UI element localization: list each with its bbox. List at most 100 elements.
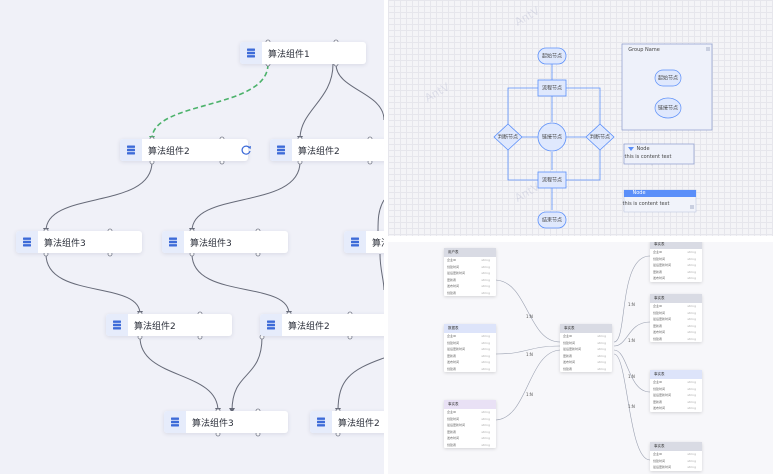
er-field-type: string [481,410,490,414]
node-algo-3[interactable]: 算法组件3 [162,231,288,253]
er-field-type: string [687,304,696,308]
er-field-type: string [597,366,606,371]
link-node-label: 链接节点 [541,134,563,141]
start-node-label: 起始节点 [541,53,563,60]
relation-label: 1:N [628,338,635,343]
er-field-name: 企业ID [653,452,663,456]
er-field-type: string [687,399,696,404]
storage-icon [344,231,366,253]
er-field-type: string [687,406,696,410]
node-algo-2-running[interactable]: 算法组件2 [120,139,251,161]
er-field-name: 创建时间 [653,256,666,261]
storage-icon [240,42,262,64]
er-field-type: string [481,284,490,288]
active-edge [151,63,269,140]
er-field-type: string [481,429,490,434]
node-label: 算法组件2 [134,321,176,332]
er-field-name: 更新者 [447,277,457,282]
er-field-name: 最后更新时间 [447,347,466,351]
node-algo-2[interactable]: 算法组件2 [310,411,384,433]
er-field-type: string [687,393,696,397]
flowchart-shapes [493,43,713,229]
node-label: 算法组件2 [288,321,330,332]
group-node-a: 起始节点 [657,75,679,82]
group-title: Group Name [628,47,660,53]
er-field-name: 更新者 [653,323,663,328]
er-field-name: 企业ID [653,380,663,384]
node-algo-2[interactable]: 算法组件2 [260,314,384,336]
er-field-type: string [687,330,696,334]
node-algo-3[interactable]: 算法组件3 [16,231,142,253]
relation-label: 1:N [628,374,635,379]
node-label: 算法组件3 [44,238,86,249]
er-field-name: 创建者 [447,366,457,371]
flowchart-canvas[interactable]: AntV AntV AntV AntV [388,0,773,236]
er-field-type: string [687,452,696,456]
relation-label: 1:N [526,352,533,357]
er-field-name: 创建时间 [447,264,460,269]
er-field-name: 创建者 [447,442,457,447]
er-field-type: string [481,340,490,345]
er-field-type: string [687,336,696,341]
relation-label: 1:N [628,404,635,409]
er-field-name: 创建时间 [447,416,460,421]
er-field-name: 企业ID [653,250,663,254]
storage-icon [310,411,332,433]
er-field-name: 更新者 [563,353,573,358]
node-algo-1[interactable]: 算法组件1 [240,42,366,64]
storage-icon [162,231,184,253]
node-algo-2[interactable]: 算法组件2 [270,139,384,161]
card-title: Node [636,146,650,152]
dag-canvas[interactable]: 算法组件1 算法组件2 算法组件2 算法组件3 算法组件3 算法组件3 算法组件… [0,0,384,474]
node-algo-2[interactable]: 算法组件2 [106,314,232,336]
er-table-title: 用户表 [444,248,496,257]
er-field-name: 最后更新时间 [653,393,672,397]
node-algo-3[interactable]: 算法组件3 [344,231,384,253]
er-field-name: 更新者 [653,269,663,274]
er-table-title: 事实表 [650,370,702,379]
relation-label: 1:N [526,392,533,397]
er-field-name: 最后更新时间 [653,263,672,267]
er-field-type: string [687,380,696,384]
er-field-type: string [597,340,606,345]
storage-icon [106,314,128,336]
er-field-type: string [481,334,490,338]
er-field-type: string [687,250,696,254]
storage-icon [120,139,142,161]
er-field-type: string [481,258,490,262]
er-table-title: 事实表 [650,442,702,451]
process-node-2 [537,171,567,189]
process-node-label: 流程节点 [541,85,563,92]
er-field-name: 发布时间 [447,360,460,364]
group-node-b: 链接节点 [657,105,679,112]
er-table-title: 事实表 [650,294,702,303]
node-algo-3[interactable]: 算法组件3 [164,411,288,433]
storage-icon [164,411,186,433]
